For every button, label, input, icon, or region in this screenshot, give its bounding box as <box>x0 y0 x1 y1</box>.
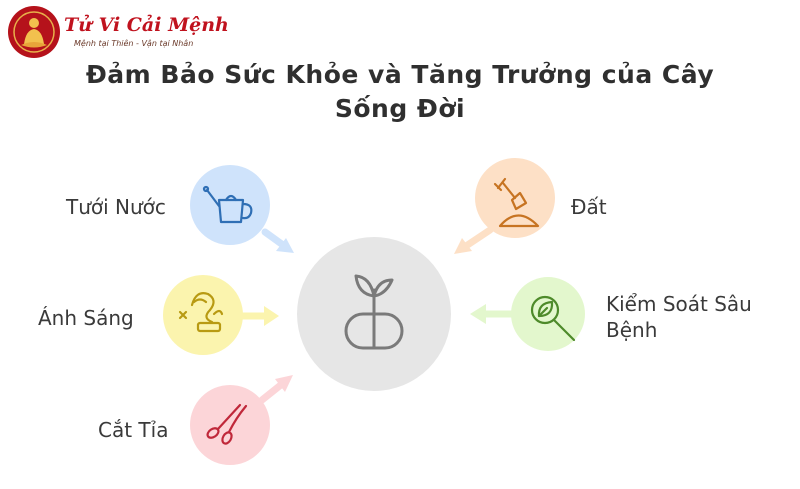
arrow-soil <box>454 226 494 254</box>
arrow-pest <box>470 304 516 324</box>
label-pest-line-2: Bệnh <box>606 318 658 342</box>
brand-tagline: Mệnh tại Thiên - Vận tại Nhân <box>74 39 194 48</box>
pruning-node[interactable] <box>190 385 270 465</box>
page-title-line-2: Sống Đời <box>334 94 466 123</box>
sprout-capsule-icon <box>344 274 404 350</box>
label-watering: Tưới Nước <box>66 195 166 219</box>
brand-name: Tử Vi Cải Mệnh <box>64 14 229 36</box>
watering-can-icon <box>202 185 253 224</box>
watering-node[interactable] <box>190 165 270 245</box>
page-title-line-1: Đảm Bảo Sức Khỏe và Tăng Trưởng của Cây <box>85 60 715 89</box>
sun-plant-icon <box>178 292 224 333</box>
label-pest-line-1: Kiểm Soát Sâu <box>606 292 752 316</box>
soil-node[interactable] <box>475 158 555 238</box>
shovel-soil-icon <box>493 177 540 228</box>
brand-logo[interactable]: Tử Vi Cải Mệnh Mệnh tại Thiên - Vận tại … <box>8 6 238 58</box>
buddha-icon <box>8 6 60 58</box>
center-node <box>297 237 451 391</box>
light-node[interactable] <box>163 275 243 355</box>
pest-node[interactable] <box>511 277 585 351</box>
arrow-light <box>234 306 279 326</box>
magnifier-leaf-icon <box>530 295 576 342</box>
arrow-watering <box>261 228 294 253</box>
label-pruning: Cắt Tỉa <box>98 418 169 442</box>
label-soil: Đất <box>571 195 607 219</box>
scissors-icon <box>206 403 248 445</box>
arrow-pruning <box>258 375 293 404</box>
label-light: Ánh Sáng <box>38 306 134 330</box>
